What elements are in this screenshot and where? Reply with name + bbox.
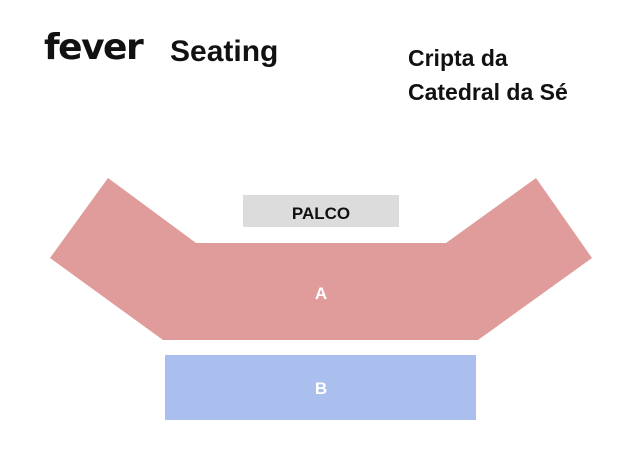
stage-label: PALCO: [292, 204, 350, 223]
section-a-shape[interactable]: [50, 178, 592, 340]
venue-name-line1: Cripta da: [408, 45, 508, 71]
section-a-label: A: [315, 284, 327, 303]
section-b-label: B: [315, 379, 327, 398]
fever-logo: fever: [44, 27, 144, 68]
stage: PALCO: [243, 195, 399, 227]
venue-name: Cripta da Catedral da Sé: [408, 41, 568, 109]
stage-shape: [243, 195, 399, 227]
section-b-shape[interactable]: [165, 355, 476, 420]
seating-title: Seating: [170, 35, 279, 68]
section-b[interactable]: B: [165, 355, 476, 420]
venue-name-line2: Catedral da Sé: [408, 79, 568, 105]
section-a[interactable]: A: [50, 178, 592, 340]
